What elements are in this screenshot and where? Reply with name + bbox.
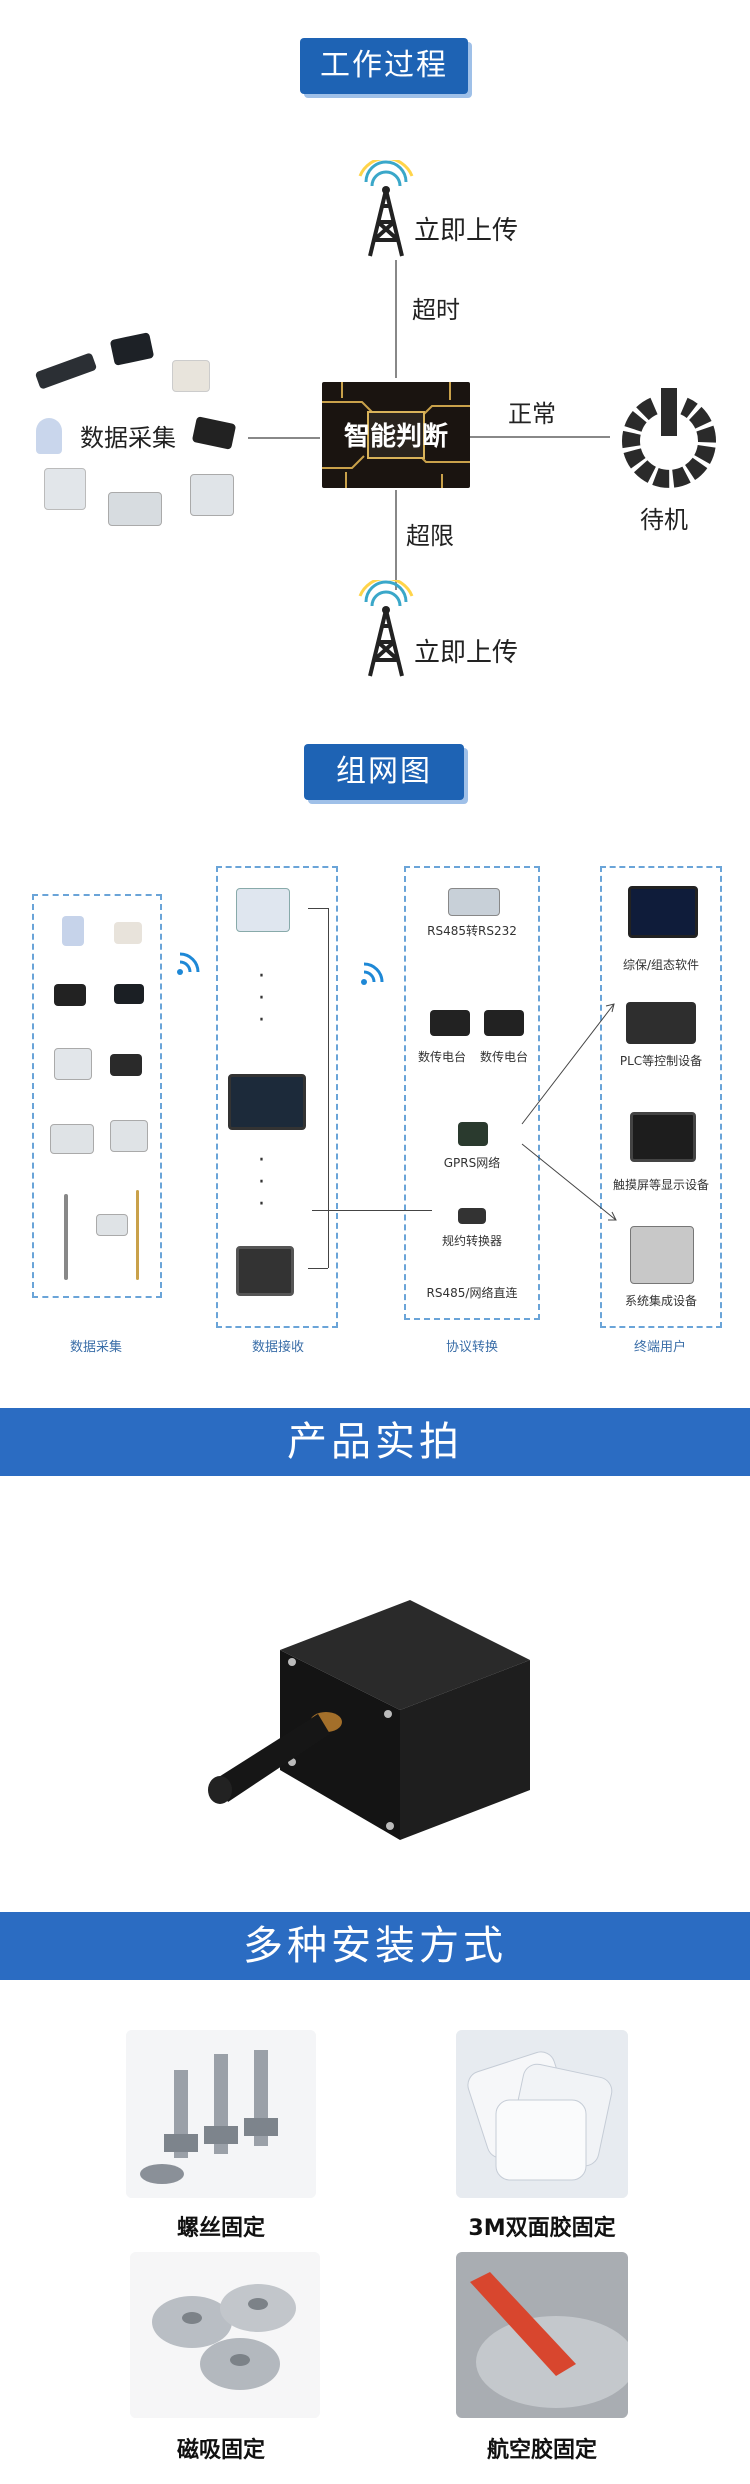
device-image — [50, 1124, 94, 1154]
radio-image — [484, 1010, 524, 1036]
power-icon — [622, 388, 716, 488]
section-band-photo: 产品实拍 — [0, 1408, 750, 1476]
device-image — [54, 1048, 92, 1080]
screw-photo-image — [126, 2030, 316, 2198]
receiver-display-image — [236, 1246, 294, 1296]
connector-line — [470, 436, 610, 438]
sensor-white-image — [172, 360, 210, 392]
receiver-panel-image — [236, 888, 290, 932]
smart-chip-image: 智能判断 — [322, 382, 470, 488]
wifi-icon — [361, 962, 384, 985]
glue-caption: 航空胶固定 — [486, 2438, 597, 2463]
protocol-column-box — [404, 866, 540, 1320]
data-collect-label: 数据采集 — [80, 424, 176, 452]
magnet-caption: 磁吸固定 — [176, 2438, 265, 2463]
col-protocol-caption: 协议转换 — [445, 1340, 498, 1355]
arrow-lines — [521, 1003, 617, 1221]
bracket-line — [308, 1268, 328, 1269]
col-receive-caption: 数据接收 — [251, 1340, 304, 1355]
protocol-converter-image — [458, 1208, 486, 1224]
touch-label: 触摸屏等显示设备 — [612, 1178, 709, 1192]
device-image — [110, 1120, 148, 1152]
tape-photo-image — [456, 2030, 628, 2198]
device-image — [96, 1214, 128, 1236]
section-title-process: 工作过程 — [300, 38, 468, 94]
sensor-probe-image — [34, 352, 98, 390]
rs485-converter-image — [448, 888, 500, 916]
connector-line — [248, 437, 320, 439]
rs485-direct-label: RS485/网络直连 — [426, 1286, 518, 1300]
upload-bottom-label: 立即上传 — [414, 638, 519, 668]
system-cabinet-image — [630, 1226, 694, 1284]
over-limit-label: 超限 — [406, 522, 454, 550]
glue-photo-image — [456, 2252, 628, 2418]
product-photo-image — [208, 1600, 530, 1840]
plc-image — [626, 1002, 696, 1044]
bracket-line — [308, 908, 328, 909]
user-column-box — [600, 866, 722, 1328]
col-user-caption: 终端用户 — [633, 1340, 686, 1355]
rs485-232-label: RS485转RS232 — [427, 924, 517, 938]
gprs-label: GPRS网络 — [443, 1156, 501, 1170]
radio-image — [430, 1010, 470, 1036]
device-image — [114, 984, 144, 1004]
collect-column-box — [32, 894, 162, 1298]
smart-judge-label: 智能判断 — [343, 422, 448, 452]
device-image — [110, 1054, 142, 1076]
gprs-module-image — [458, 1122, 488, 1146]
device-image — [54, 984, 86, 1006]
wifi-icon — [177, 952, 200, 975]
standby-label: 待机 — [640, 506, 688, 534]
tape-caption: 3M双面胶固定 — [468, 2216, 616, 2241]
screw-caption: 螺丝固定 — [176, 2216, 265, 2241]
sensor-box-image — [109, 332, 155, 366]
device-image — [136, 1190, 139, 1280]
bracket-line — [328, 908, 329, 1268]
receive-column-box — [216, 866, 338, 1328]
upload-top-label: 立即上传 — [414, 216, 519, 246]
signal-tower-icon — [358, 160, 414, 257]
signal-tower-icon — [358, 580, 414, 677]
system-label: 系统集成设备 — [624, 1294, 697, 1308]
col-collect-caption: 数据采集 — [69, 1340, 122, 1355]
normal-label: 正常 — [508, 400, 556, 428]
radio2-label: 数传电台 — [479, 1050, 528, 1064]
sensor-bottle-image — [36, 418, 62, 454]
connector-line — [395, 260, 397, 378]
magnet-photo-image — [130, 2252, 320, 2418]
arrow-line — [312, 1210, 432, 1211]
software-label: 综保/组态软件 — [622, 958, 700, 972]
sensor-black-image — [191, 416, 237, 450]
sensor-grey-image — [44, 468, 86, 510]
receiver-screen-image — [228, 1074, 306, 1130]
radio1-label: 数传电台 — [417, 1050, 466, 1064]
touchscreen-image — [630, 1112, 696, 1162]
device-image — [62, 916, 84, 946]
ellipsis-dots: ··· — [258, 964, 265, 1033]
ellipsis-dots: ··· — [258, 1148, 265, 1217]
sensor-mount-image — [108, 492, 162, 526]
protocol-converter-label: 规约转换器 — [441, 1234, 502, 1248]
section-title-network: 组网图 — [304, 744, 464, 800]
device-image — [114, 922, 142, 944]
section-band-mount: 多种安装方式 — [0, 1912, 750, 1980]
monitor-image — [628, 886, 698, 938]
sensor-antenna-image — [190, 474, 234, 516]
timeout-label: 超时 — [412, 296, 460, 324]
device-image — [64, 1194, 68, 1280]
plc-label: PLC等控制设备 — [619, 1054, 703, 1068]
connector-line — [395, 490, 397, 590]
